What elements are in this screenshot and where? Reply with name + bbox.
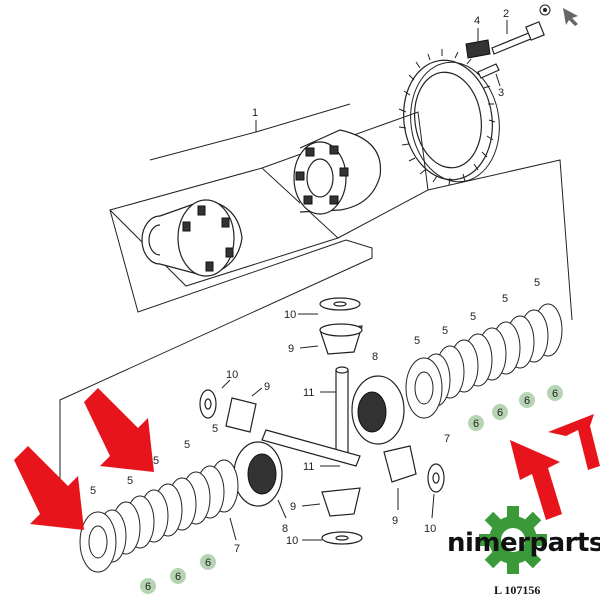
callout-6: 6 (145, 581, 151, 593)
callout-5: 5 (470, 311, 476, 323)
differential-case-left (141, 199, 243, 277)
clutch-pack-right (405, 303, 563, 419)
highlight-dot (547, 385, 563, 401)
callout-6: 6 (473, 418, 479, 430)
pinion-gear-left (225, 397, 257, 433)
highlight-dot (170, 568, 186, 584)
pinion-gear-bottom (321, 487, 361, 517)
clutch-pack-left (79, 459, 239, 573)
callout-1: 1 (252, 107, 258, 119)
thrust-washer-bottom (321, 531, 363, 545)
callout-9: 9 (264, 381, 270, 393)
differential-case-right (293, 129, 382, 215)
pinion-gear-top (319, 323, 363, 355)
callout-5: 5 (90, 485, 96, 497)
callout-6: 6 (524, 395, 530, 407)
thrust-washer-top (319, 297, 361, 311)
arrow-icon[interactable] (563, 8, 578, 26)
thrust-washer-right (427, 463, 445, 493)
highlight-dot (468, 415, 484, 431)
callout-5: 5 (414, 335, 420, 347)
gear-icon (479, 506, 547, 574)
callout-10: 10 (284, 309, 296, 321)
highlight-dot (492, 404, 508, 420)
callout-5: 5 (534, 277, 540, 289)
callout-7: 7 (234, 543, 240, 555)
callout-9: 9 (288, 343, 294, 355)
arrow-icon (510, 440, 562, 520)
pin-icon (539, 4, 551, 16)
callout-6: 6 (175, 571, 181, 583)
cross-shaft (261, 366, 361, 467)
ring-gear (398, 49, 500, 186)
callout-5: 5 (127, 475, 133, 487)
arrow-icon (14, 446, 84, 530)
thrust-washer-left (199, 389, 217, 419)
callout-2: 2 (503, 8, 509, 20)
watermark-brand: nimerparts (447, 528, 600, 558)
callout-5: 5 (212, 423, 218, 435)
callout-11: 11 (303, 461, 314, 473)
lock-plate (465, 39, 491, 59)
arrow-icon (84, 388, 154, 472)
callout-5: 5 (502, 293, 508, 305)
callout-10: 10 (424, 523, 436, 535)
callout-6: 6 (552, 388, 558, 400)
callout-10: 10 (286, 535, 298, 547)
pin (477, 63, 500, 79)
callout-3: 3 (498, 87, 504, 99)
bolt (491, 21, 545, 55)
callout-5: 5 (442, 325, 448, 337)
reference-code: L 107156 (494, 583, 540, 597)
callout-9: 9 (392, 515, 398, 527)
callout-8: 8 (372, 351, 378, 363)
highlight-dot (140, 578, 156, 594)
callout-5: 5 (184, 439, 190, 451)
pinion-gear-right (383, 445, 417, 483)
side-gear-left (233, 441, 283, 507)
arrow-icon (548, 414, 600, 470)
callout-7: 7 (444, 433, 450, 445)
callout-5: 5 (153, 455, 159, 467)
highlight-dot (200, 554, 216, 570)
callout-6: 6 (497, 407, 503, 419)
callout-9: 9 (290, 501, 296, 513)
callout-8: 8 (282, 523, 288, 535)
callout-10: 10 (226, 369, 238, 381)
side-gear-right (351, 375, 405, 445)
callout-4: 4 (474, 15, 480, 27)
highlight-dot (519, 392, 535, 408)
callout-6: 6 (205, 557, 211, 569)
callout-11: 11 (303, 387, 314, 399)
